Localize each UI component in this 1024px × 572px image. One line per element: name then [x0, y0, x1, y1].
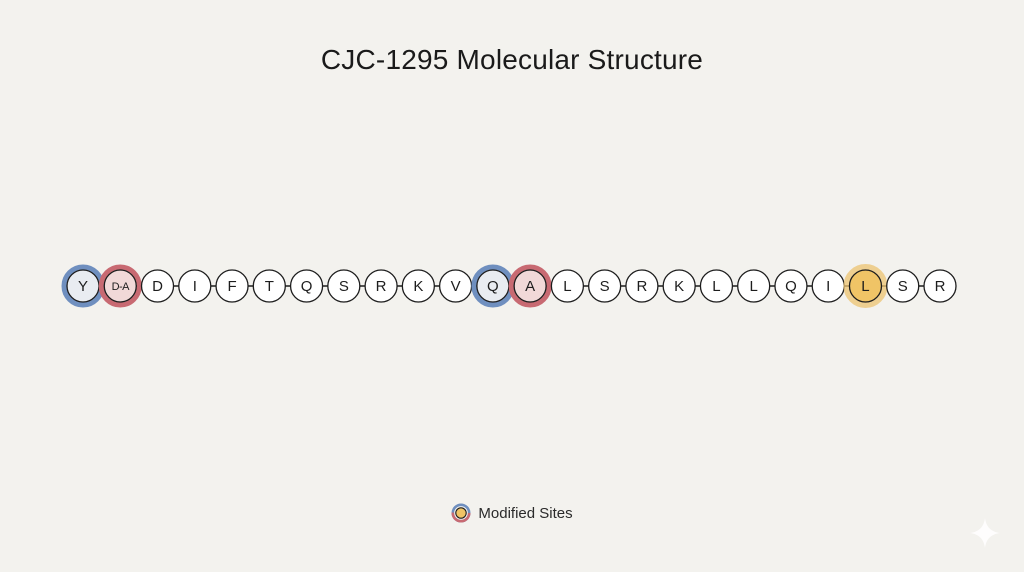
residue-label: V [451, 278, 461, 295]
residue-15: S [588, 269, 622, 303]
residue-label: S [339, 278, 349, 295]
residue-circle [737, 269, 771, 303]
residue-label: S [898, 278, 908, 295]
residue-5: F [215, 269, 249, 303]
residue-18: L [699, 269, 734, 303]
residue-21: I [811, 269, 845, 303]
residue-label: L [563, 278, 571, 295]
residue-10: K [401, 269, 435, 303]
residue-circle [103, 269, 137, 303]
residue-circle [923, 269, 957, 303]
residue-circle [699, 269, 734, 303]
residue-circle [550, 269, 585, 303]
residue-circle [848, 269, 883, 303]
residue-2: D-A [98, 264, 142, 308]
residue-11: V [438, 269, 473, 303]
residue-label: T [265, 278, 274, 295]
legend: Modified Sites [0, 503, 1024, 523]
residue-label: Q [785, 278, 797, 295]
residue-circle [774, 269, 808, 303]
residue-label: L [712, 278, 720, 295]
residue-label: S [600, 278, 610, 295]
residue-label: R [376, 278, 387, 295]
residue-circle [289, 269, 324, 303]
residue-label: Q [301, 278, 313, 295]
residue-23: S [886, 269, 920, 303]
residue-9: R [364, 269, 398, 303]
residue-circle [588, 269, 622, 303]
residue-circle [178, 269, 212, 303]
residue-label: I [193, 278, 197, 295]
residue-label: F [227, 278, 236, 295]
residue-16: R [625, 269, 659, 303]
residue-label: D [152, 278, 163, 295]
residue-13: A [508, 264, 552, 308]
residue-20: Q [774, 269, 808, 303]
modified-site-swatch-icon [451, 503, 471, 523]
residue-label: Y [78, 278, 88, 295]
amino-acid-residues: Y D-A D I F T Q S R K V Q A L S R K L L Q I L S R [61, 264, 957, 308]
residue-circle [215, 269, 249, 303]
residue-circle [513, 269, 547, 303]
residue-label: I [826, 278, 830, 295]
residue-8: S [327, 269, 361, 303]
residue-circle [662, 269, 696, 303]
residue-17: K [662, 269, 696, 303]
residue-label: R [935, 278, 946, 295]
residue-label: A [525, 278, 535, 295]
residue-12: Q [471, 264, 515, 308]
residue-4: I [178, 269, 212, 303]
residue-3: D [140, 269, 175, 303]
residue-19: L [737, 269, 771, 303]
residue-24: R [923, 269, 957, 303]
residue-label: L [861, 278, 869, 295]
residue-circle [364, 269, 398, 303]
residue-circle [327, 269, 361, 303]
residue-circle [252, 269, 286, 303]
residue-label: Q [487, 278, 499, 295]
page-title: CJC-1295 Molecular Structure [320, 44, 704, 75]
residue-circle [625, 269, 659, 303]
sparkle-icon [970, 518, 1000, 548]
residue-label: K [674, 278, 684, 295]
residue-circle [401, 269, 435, 303]
residue-7: Q [289, 269, 324, 303]
modification-ring [508, 264, 552, 308]
residue-14: L [550, 269, 585, 303]
residue-1: Y [61, 264, 105, 308]
residue-circle [140, 269, 175, 303]
residue-label: D-A [112, 281, 130, 293]
residue-label: L [750, 278, 758, 295]
residue-label: K [413, 278, 423, 295]
residue-circle [886, 269, 920, 303]
legend-label: Modified Sites [478, 504, 573, 522]
modification-ring [843, 264, 888, 308]
residue-label: R [636, 278, 647, 295]
modification-ring [98, 264, 142, 308]
residue-6: T [252, 269, 286, 303]
residue-22: L [843, 264, 888, 308]
